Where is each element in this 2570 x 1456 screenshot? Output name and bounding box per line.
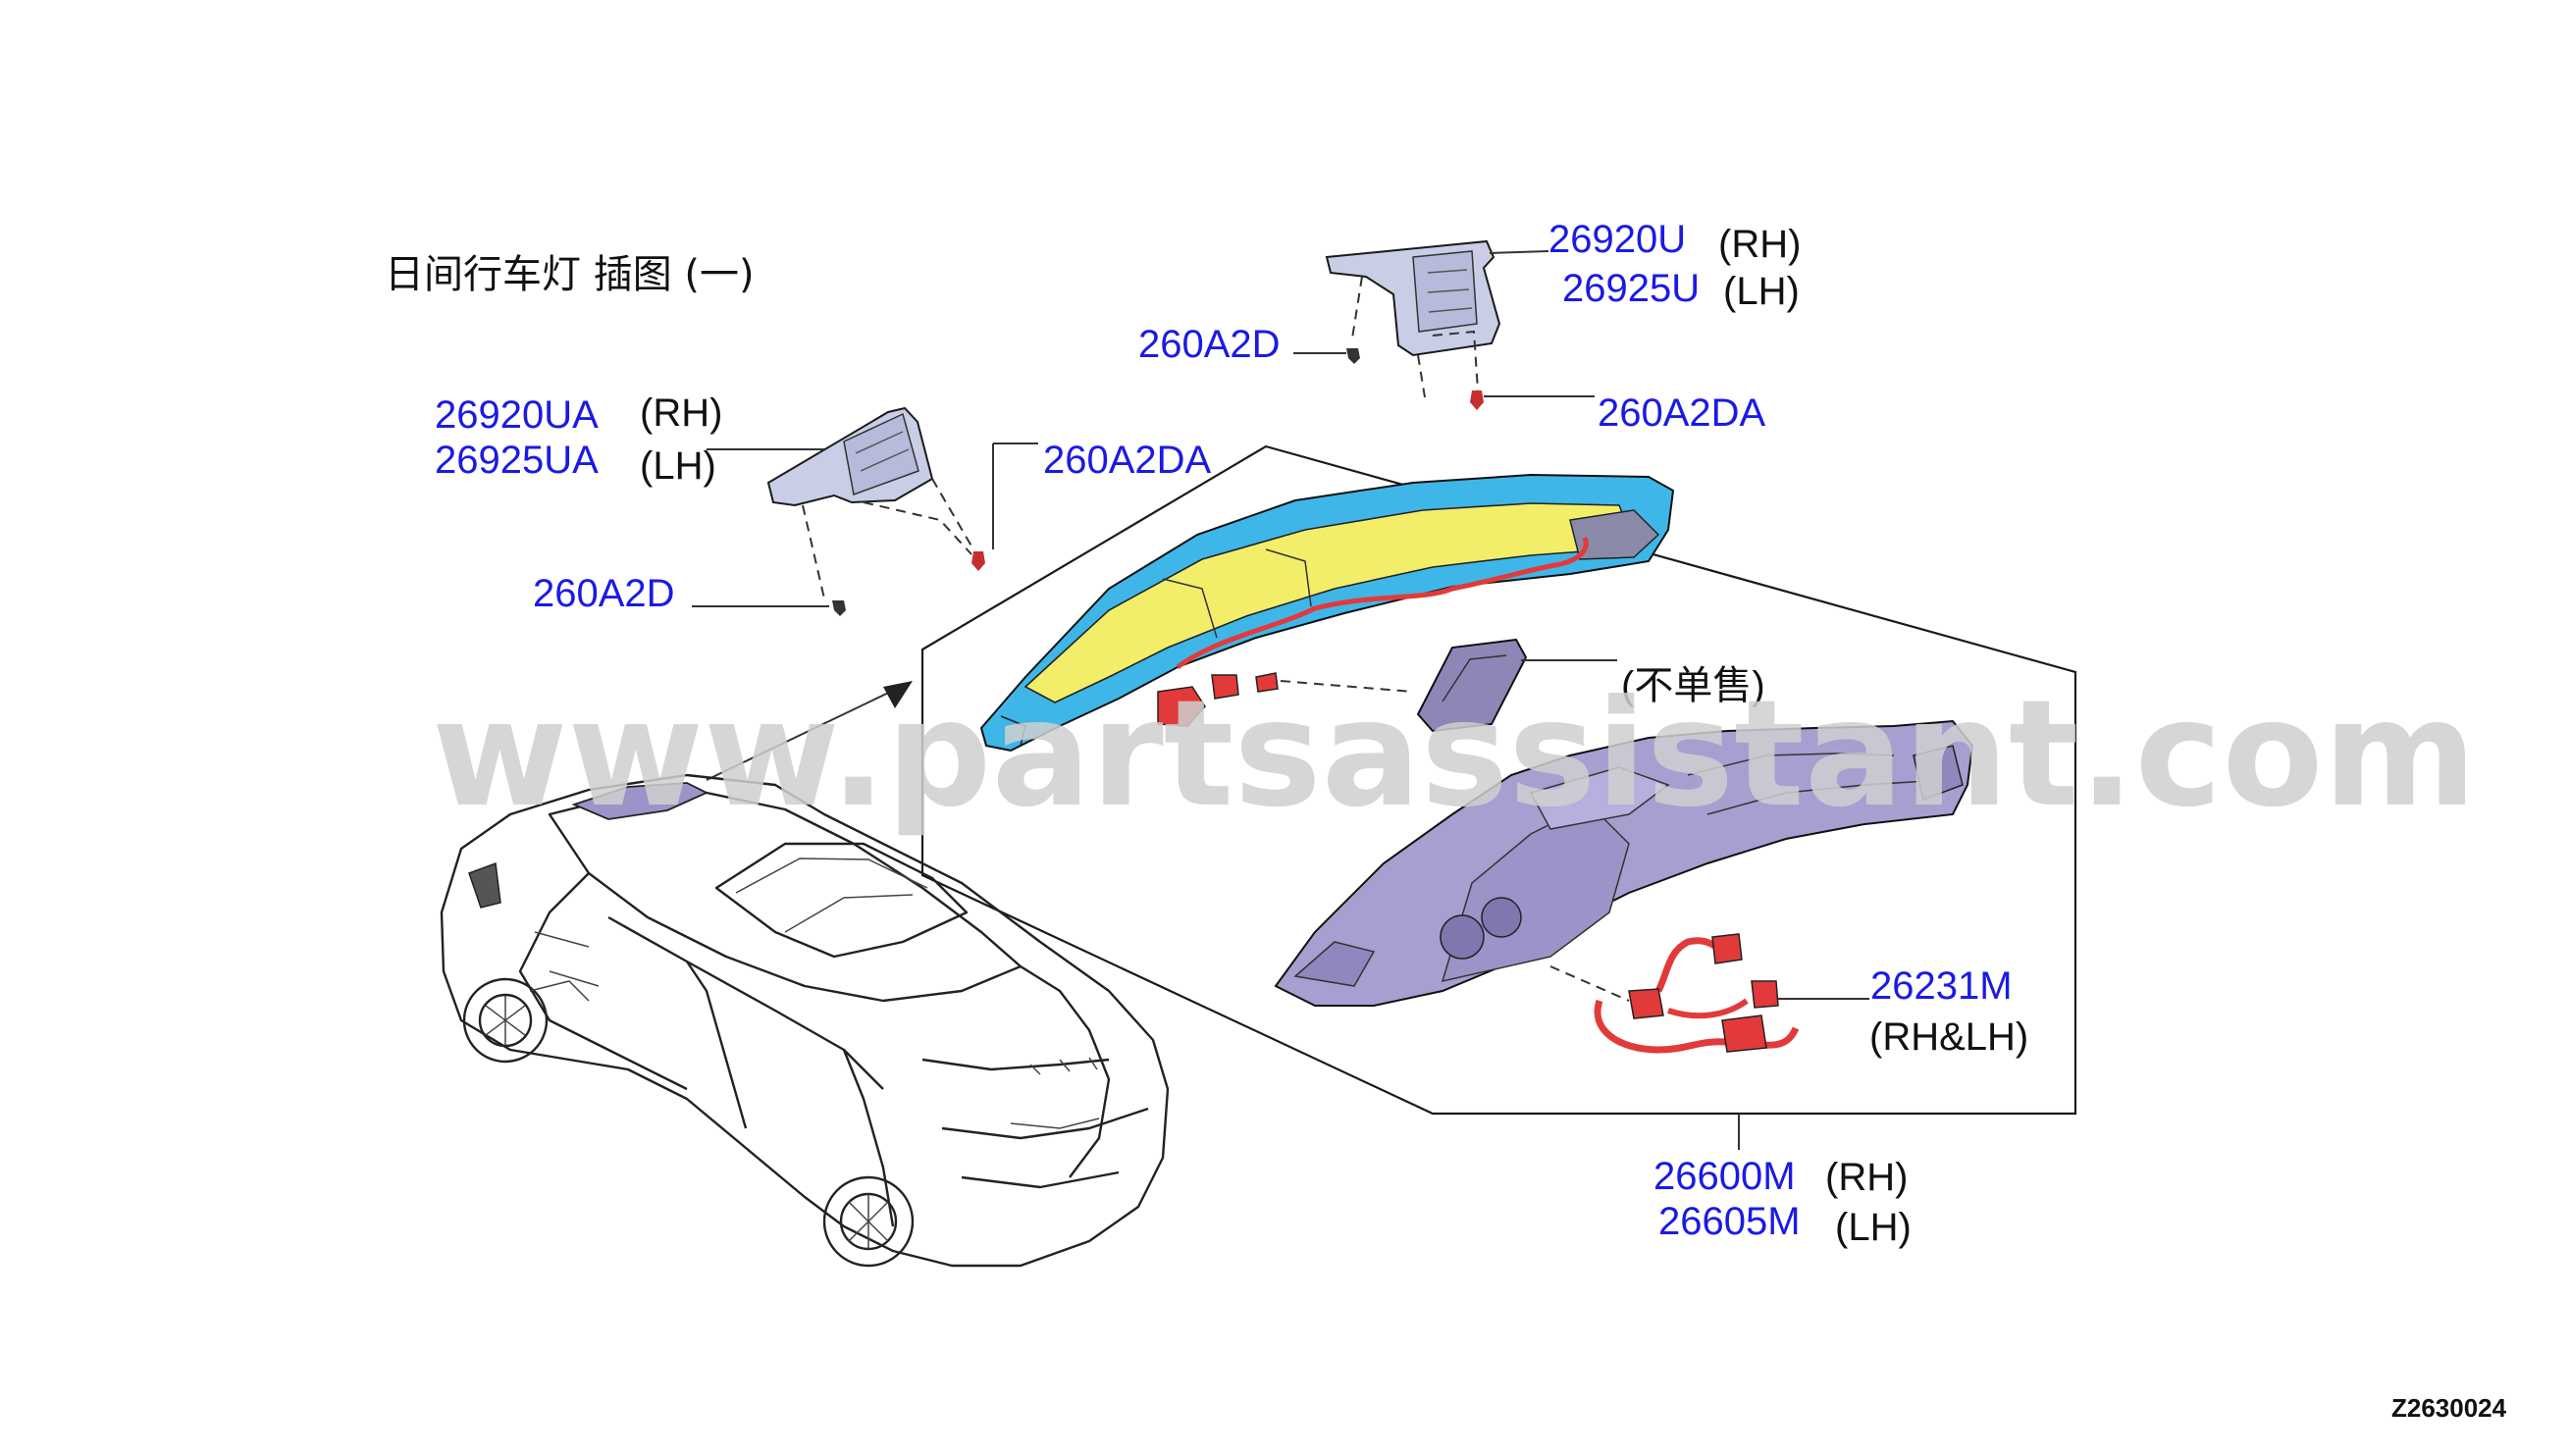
lamp-assembly-side-rh: (RH) — [1825, 1156, 1908, 1199]
lamp-assembly-side-lh: (LH) — [1835, 1206, 1912, 1249]
figure-code: Z2630024 — [2391, 1393, 2507, 1423]
lamp-module-note: (不单售) — [1621, 664, 1765, 707]
drl-lamp-wiring — [1157, 537, 1589, 727]
lamp-assembly-part-lh: 26605M — [1658, 1200, 1801, 1243]
upper-bracket-side-lh: (LH) — [1723, 270, 1800, 313]
left-bolt-bottom[interactable] — [832, 600, 846, 616]
upper-bolt-right[interactable] — [1470, 390, 1484, 410]
upper-bracket-side-rh: (RH) — [1718, 223, 1801, 266]
upper-bolt-left-part: 260A2D — [1138, 323, 1281, 366]
lamp-body[interactable] — [1274, 719, 1974, 1007]
lamp-assembly-part-rh: 26600M — [1653, 1155, 1796, 1198]
left-bracket-part-lh: 26925UA — [435, 439, 599, 482]
wiring-harness[interactable] — [1594, 933, 1800, 1054]
callout-arrow — [706, 681, 913, 781]
left-bolt-bottom-part: 260A2D — [533, 572, 675, 615]
left-bracket[interactable] — [766, 406, 934, 507]
drl-lamp-housing[interactable] — [979, 473, 1675, 753]
lamp-module[interactable] — [1416, 638, 1528, 733]
upper-bolt-left[interactable] — [1346, 348, 1360, 364]
upper-bolt-right-part: 260A2DA — [1598, 391, 1766, 435]
upper-bracket-part-lh: 26925U — [1562, 267, 1700, 310]
watermark: www.partsassistant.com — [432, 669, 2477, 840]
diagram-title: 日间行车灯 插图 (一) — [385, 252, 755, 297]
left-bracket-part-rh: 26920UA — [435, 393, 599, 437]
left-bracket-side-rh: (RH) — [640, 391, 722, 435]
exploded-view-frame — [920, 444, 2077, 1116]
vehicle-illustration — [440, 773, 1170, 1268]
harness-part: 26231M — [1870, 964, 2013, 1008]
harness-side: (RH&LH) — [1869, 1015, 2028, 1059]
left-bracket-side-lh: (LH) — [640, 444, 716, 488]
upper-bracket-part-rh: 26920U — [1548, 218, 1686, 261]
left-bolt-top-part: 260A2DA — [1043, 439, 1212, 482]
upper-bracket[interactable] — [1325, 239, 1501, 357]
left-bolt-top[interactable] — [971, 551, 985, 571]
